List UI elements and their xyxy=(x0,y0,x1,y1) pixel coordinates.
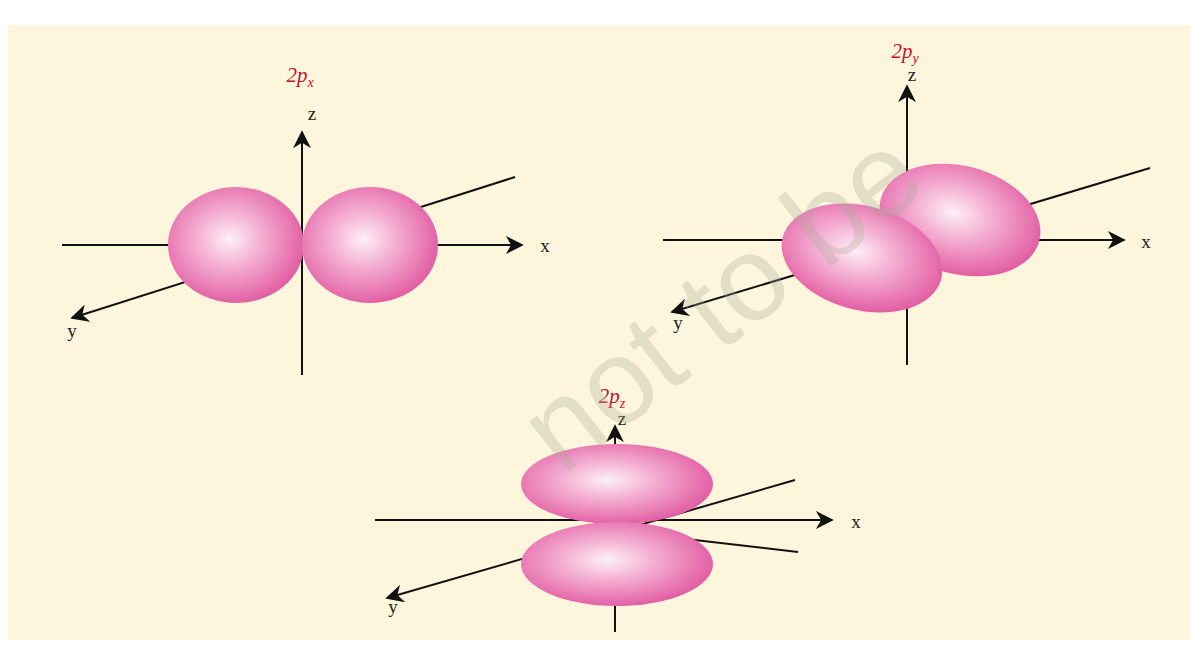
axis-label: y xyxy=(67,320,77,341)
axis-label-group: y xyxy=(388,597,398,616)
axis-label: z xyxy=(908,64,916,85)
axis-label: x xyxy=(540,235,550,256)
axes xyxy=(62,86,1150,632)
axis-label-group: x xyxy=(1141,232,1151,251)
background-panel xyxy=(8,25,1190,640)
orbital-subscript: y xyxy=(912,51,918,66)
orbital-name-group: 2py xyxy=(891,41,918,62)
orbital-subscript: x xyxy=(307,75,313,90)
axis-label-group: z xyxy=(308,104,316,123)
orbital-name: 2p xyxy=(891,39,912,63)
axis-label: z xyxy=(308,103,316,124)
axis-label: x xyxy=(851,511,861,532)
axis-label-group: y xyxy=(67,321,77,340)
axis-label-group: x xyxy=(851,512,861,531)
axis-label-group: x xyxy=(540,236,550,255)
orbital-name: 2p xyxy=(286,63,307,87)
orbital-name-group: 2px xyxy=(286,65,313,86)
axis-label-group: z xyxy=(908,65,916,84)
axis-label: x xyxy=(1141,231,1151,252)
axis-label: y xyxy=(388,596,398,617)
